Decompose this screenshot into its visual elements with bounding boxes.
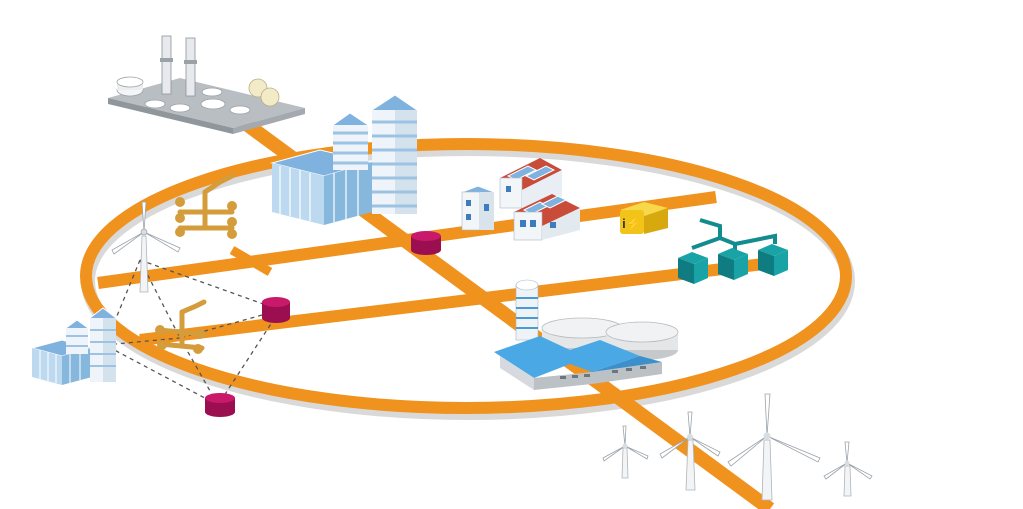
wind-turbine-icon <box>659 411 721 491</box>
gas-tank-2 <box>260 87 280 107</box>
charging-station-symbol: i⚡ <box>622 216 642 232</box>
grid-line-middle <box>139 256 781 346</box>
grid-line-branch <box>229 246 273 276</box>
power-plant-icon <box>108 35 305 134</box>
chimney-2 <box>185 37 196 97</box>
silo <box>515 284 539 341</box>
dashed-link-a <box>104 259 282 406</box>
house-solar-icon <box>460 158 580 241</box>
battery-storage-icon <box>678 218 788 284</box>
dashed-link-b <box>139 259 281 311</box>
office-building-icon <box>270 94 418 225</box>
wind-turbine-icon <box>111 201 181 293</box>
microgrid-links <box>104 259 282 406</box>
energy-storage-icon <box>262 297 290 323</box>
grid-line-upper <box>97 191 717 289</box>
energy-storage-icon <box>411 231 441 255</box>
wind-turbine-icon <box>602 425 649 479</box>
grid-ring <box>80 138 852 414</box>
ev-charging-icon: i⚡ <box>620 202 668 234</box>
factory-icon <box>494 279 679 390</box>
valve-hub-icon <box>175 173 237 239</box>
office-building-icon <box>30 307 117 385</box>
dashed-link-c <box>179 337 219 406</box>
valve-hub-icon <box>155 299 207 354</box>
wind-turbine-icon <box>823 441 873 497</box>
wind-turbine-icon <box>727 393 821 501</box>
energy-storage-icon <box>205 393 235 417</box>
chimney-1 <box>161 35 172 95</box>
